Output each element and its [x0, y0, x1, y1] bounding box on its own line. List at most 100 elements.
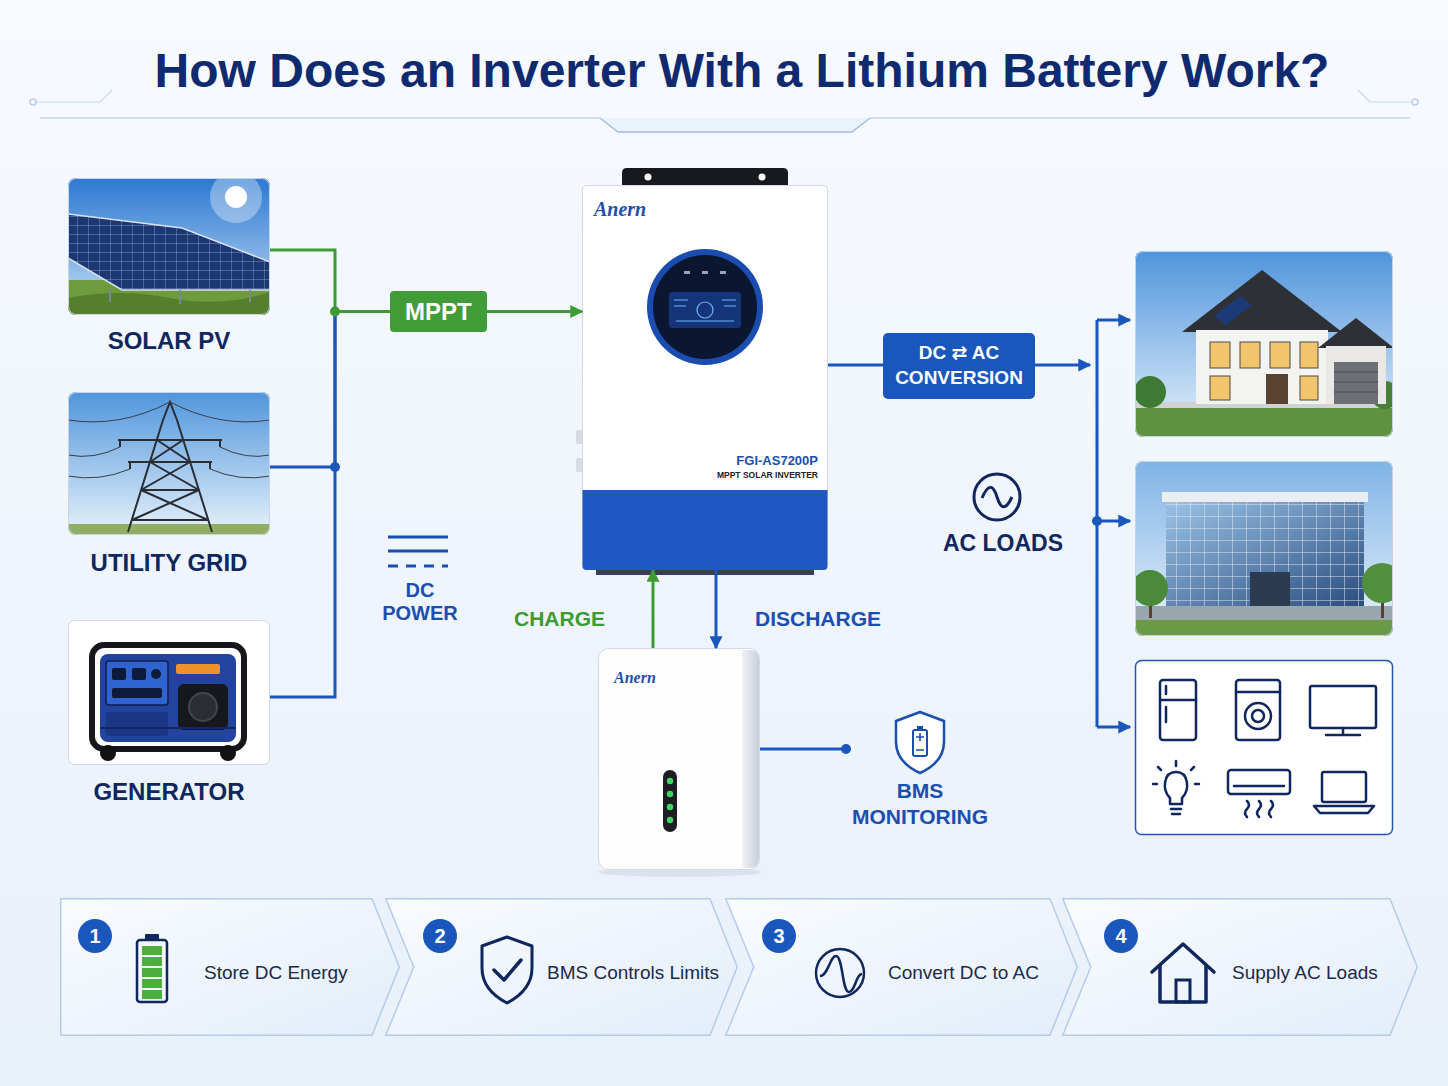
battery-unit: [598, 649, 762, 878]
power-symbols: [916, 733, 924, 750]
callout-number: 1: [78, 919, 112, 953]
annotation-label: AC LOADS: [943, 530, 1063, 558]
source-card: SOLAR PV: [68, 178, 270, 358]
house-photo: [1214, 296, 1252, 325]
battery-unit: [667, 791, 673, 797]
inverter-unit: [645, 174, 652, 181]
inverter-unit: [647, 249, 763, 365]
office-photo: [1166, 502, 1364, 606]
house-photo: [1135, 376, 1166, 408]
appliances-panel: [1234, 786, 1284, 817]
power-symbols: [982, 487, 1012, 506]
step-icons: [145, 934, 159, 940]
page-background: [30, 99, 36, 105]
house-photo: [1182, 270, 1342, 332]
page-background: [1358, 90, 1412, 102]
brand-logo: Anern: [614, 668, 656, 687]
inverter-unit: [697, 302, 713, 318]
inverter-unit: [669, 292, 741, 328]
solar-photo: [68, 214, 270, 290]
generator-photo: [132, 668, 146, 680]
appliances-panel: [1153, 680, 1376, 817]
inverter-unit: [576, 168, 828, 575]
step-panels: [60, 898, 400, 1036]
house-photo: [1210, 376, 1230, 400]
step-text: Supply AC Loads: [1232, 962, 1400, 985]
model-number: FGI-AS7200P: [736, 453, 818, 469]
step-icons: [142, 979, 162, 988]
junction-dots: [841, 744, 851, 754]
appliances-panel: [1245, 703, 1271, 729]
step-icons: [494, 960, 521, 980]
office-photo: [1135, 570, 1168, 606]
generator-photo: [176, 664, 220, 674]
inverter-unit: [576, 458, 583, 472]
inverter-unit: [653, 255, 757, 359]
conversion-label: DC ⇄ AC CONVERSION: [890, 341, 1028, 390]
power-symbols: [974, 474, 1020, 520]
generator-photo: [106, 661, 168, 705]
inverter-unit: [702, 271, 708, 274]
brand-logo: Anern: [594, 197, 646, 221]
generator-photo: [69, 621, 270, 765]
house-photo: [1318, 318, 1393, 348]
pylon-photo: [118, 440, 222, 462]
pylon-photo: [68, 392, 270, 535]
step-icons: [1176, 980, 1190, 1002]
office-photo: [1136, 462, 1393, 636]
pylon-photo: [68, 524, 270, 535]
edge-label: CHARGE: [514, 606, 605, 631]
step-icons: [142, 990, 162, 999]
house-photo: [1210, 342, 1230, 368]
callout-number: 3: [762, 919, 796, 953]
connector: [652, 570, 655, 648]
generator-photo: [106, 712, 168, 736]
house-photo: [1135, 251, 1393, 437]
inverter-box: AnernFGI-AS7200PMPPT SOLAR INVERTER: [582, 185, 828, 570]
step-icons: [142, 957, 162, 966]
solar-photo: [69, 179, 270, 315]
inverter-unit: [759, 174, 766, 181]
appliances-panel: [1322, 772, 1366, 802]
inverter-unit: [596, 570, 814, 575]
junction-dots: [330, 307, 340, 317]
power-symbols: [388, 474, 1020, 773]
connector: [270, 250, 390, 312]
page-background: [1412, 99, 1418, 105]
source-label: UTILITY GRID: [91, 549, 248, 578]
solar-photo: [210, 178, 262, 223]
connector: [828, 364, 883, 367]
step-icons: [482, 937, 532, 1003]
bms-node: BMS MONITORING: [845, 712, 995, 832]
step-icons: [820, 956, 862, 992]
pylon-photo: [68, 392, 270, 535]
generator-photo: [92, 645, 244, 749]
mppt-box: MPPT: [390, 291, 487, 332]
callout-number: 4: [1104, 919, 1138, 953]
connector: [487, 310, 582, 313]
house-photo: [1136, 252, 1393, 437]
load-wiring: [1092, 516, 1102, 526]
house-photo: [1300, 376, 1318, 400]
pylon-photo: [132, 440, 208, 520]
generator-photo: [100, 745, 116, 761]
generator-photo: [100, 654, 236, 742]
source-label: GENERATOR: [93, 778, 244, 807]
generator-photo: [178, 684, 228, 730]
power-symbols: [896, 712, 944, 773]
step-panels: [1062, 898, 1418, 1036]
generator-photo: [112, 688, 162, 698]
step-outline-shape: [386, 899, 738, 1036]
edge-label: DISCHARGE: [755, 606, 881, 631]
solar-photo: [68, 178, 270, 315]
office-photo: [1135, 620, 1393, 636]
office-photo: [1135, 461, 1393, 636]
solar-photo: [225, 186, 247, 208]
